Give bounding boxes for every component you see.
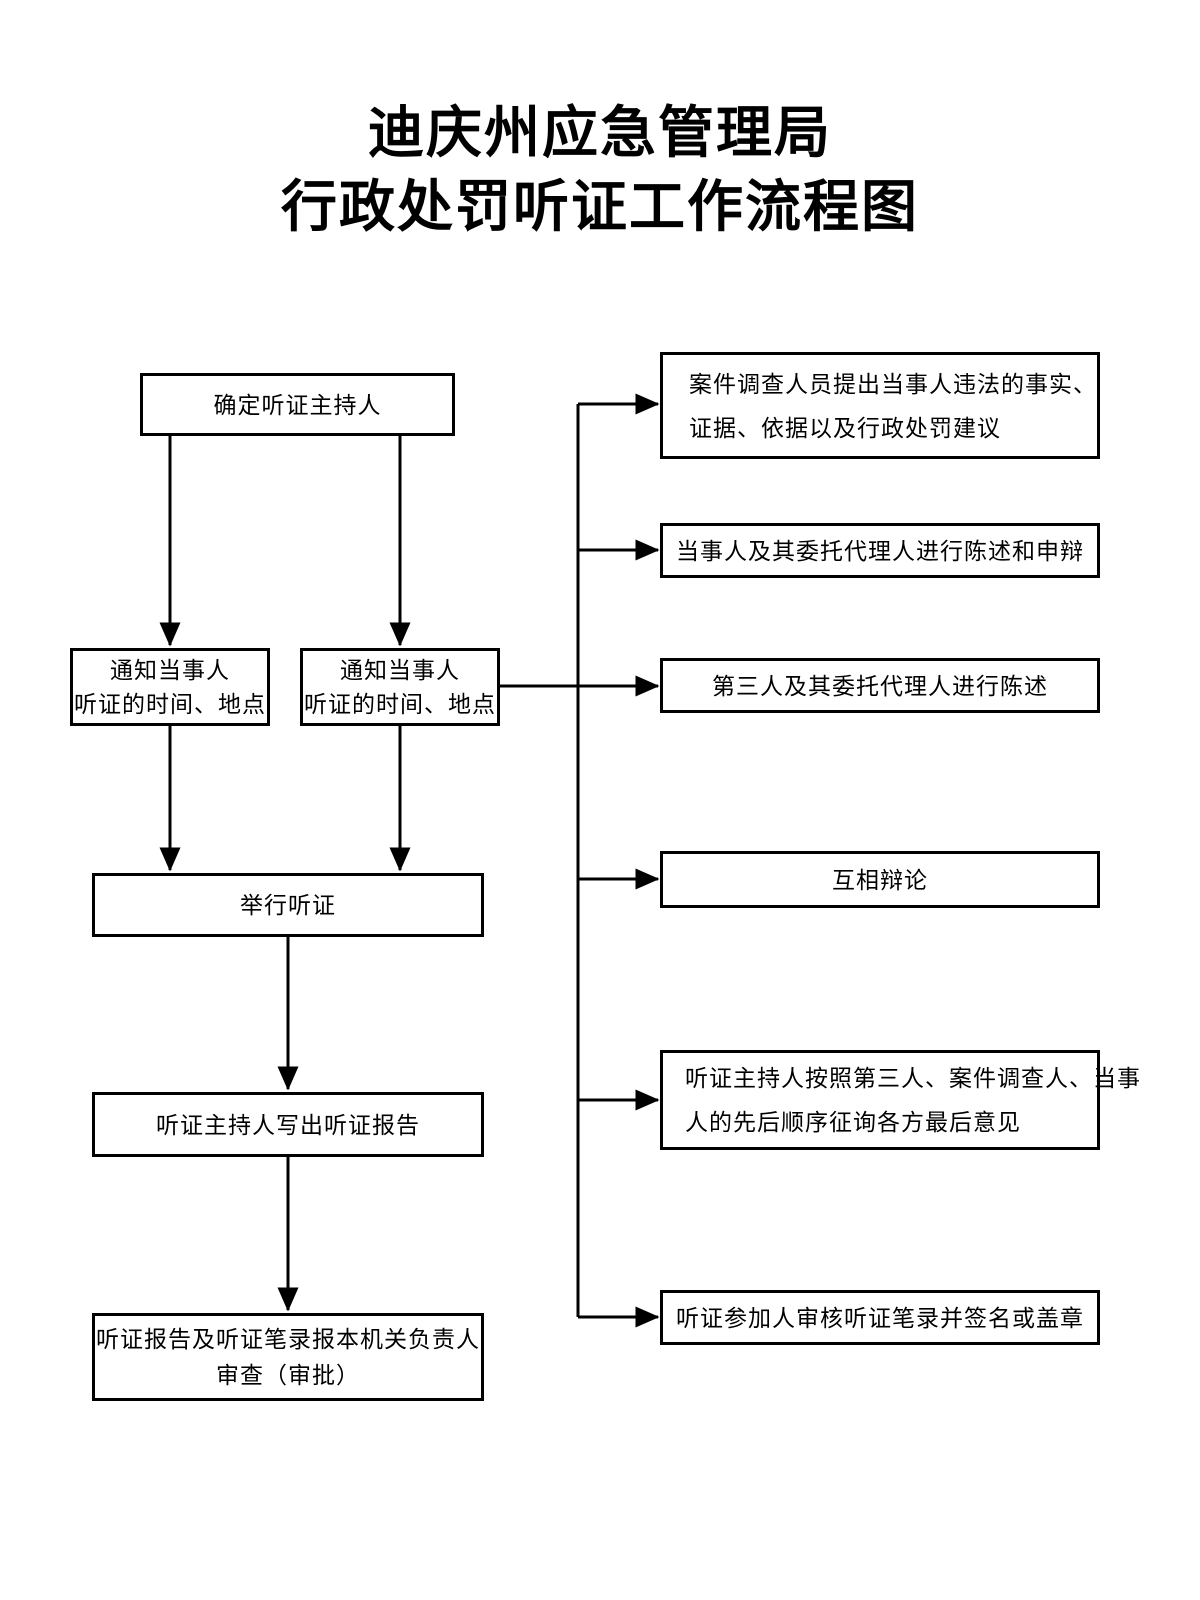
node-hold-hearing: 举行听证 (92, 873, 484, 937)
page-title-line-1: 迪庆州应急管理局 (368, 101, 832, 164)
node-text: 听证报告及听证笔录报本机关负责人 (96, 1326, 480, 1352)
node-text: 确定听证主持人 (213, 391, 382, 418)
node-determine-moderator: 确定听证主持人 (140, 373, 455, 436)
node-text: 证据、依据以及行政处罚建议 (689, 414, 1001, 441)
node-text: 通知当事人 (340, 657, 460, 683)
node-notify-party-1: 通知当事人 听证的时间、地点 (70, 648, 270, 726)
node-notify-party-2: 通知当事人 听证的时间、地点 (300, 648, 500, 726)
node-text: 当事人及其委托代理人进行陈述和申辩 (676, 537, 1084, 564)
node-text: 举行听证 (240, 892, 336, 918)
node-text: 审查（审批） (216, 1362, 360, 1388)
node-text: 听证主持人按照第三人、案件调查人、当事 (685, 1065, 1141, 1091)
node-party-statement-defense: 当事人及其委托代理人进行陈述和申辩 (660, 523, 1100, 578)
node-third-party-statement: 第三人及其委托代理人进行陈述 (660, 658, 1100, 713)
node-text: 案件调查人员提出当事人违法的事实、 (689, 370, 1097, 397)
node-text: 听证的时间、地点 (304, 691, 496, 717)
node-write-hearing-report: 听证主持人写出听证报告 (92, 1092, 484, 1157)
node-text: 听证参加人审核听证笔录并签名或盖章 (676, 1304, 1084, 1331)
page-title: 迪庆州应急管理局 行政处罚听证工作流程图 (0, 96, 1200, 244)
page-title-line-2: 行政处罚听证工作流程图 (281, 175, 919, 238)
node-text: 人的先后顺序征询各方最后意见 (685, 1109, 1021, 1135)
node-text: 听证主持人写出听证报告 (156, 1111, 420, 1138)
node-mutual-debate: 互相辩论 (660, 851, 1100, 908)
node-text: 互相辩论 (832, 866, 928, 893)
node-solicit-final-opinions: 听证主持人按照第三人、案件调查人、当事 人的先后顺序征询各方最后意见 (660, 1050, 1140, 1150)
node-text: 第三人及其委托代理人进行陈述 (712, 672, 1048, 699)
node-text: 听证的时间、地点 (74, 691, 266, 717)
node-investigator-presents-facts: 案件调查人员提出当事人违法的事实、 证据、依据以及行政处罚建议 (660, 352, 1100, 459)
node-text: 通知当事人 (110, 657, 230, 683)
node-participants-review-transcript: 听证参加人审核听证笔录并签名或盖章 (660, 1290, 1100, 1345)
node-submit-report-for-review: 听证报告及听证笔录报本机关负责人 审查（审批） (92, 1313, 484, 1401)
